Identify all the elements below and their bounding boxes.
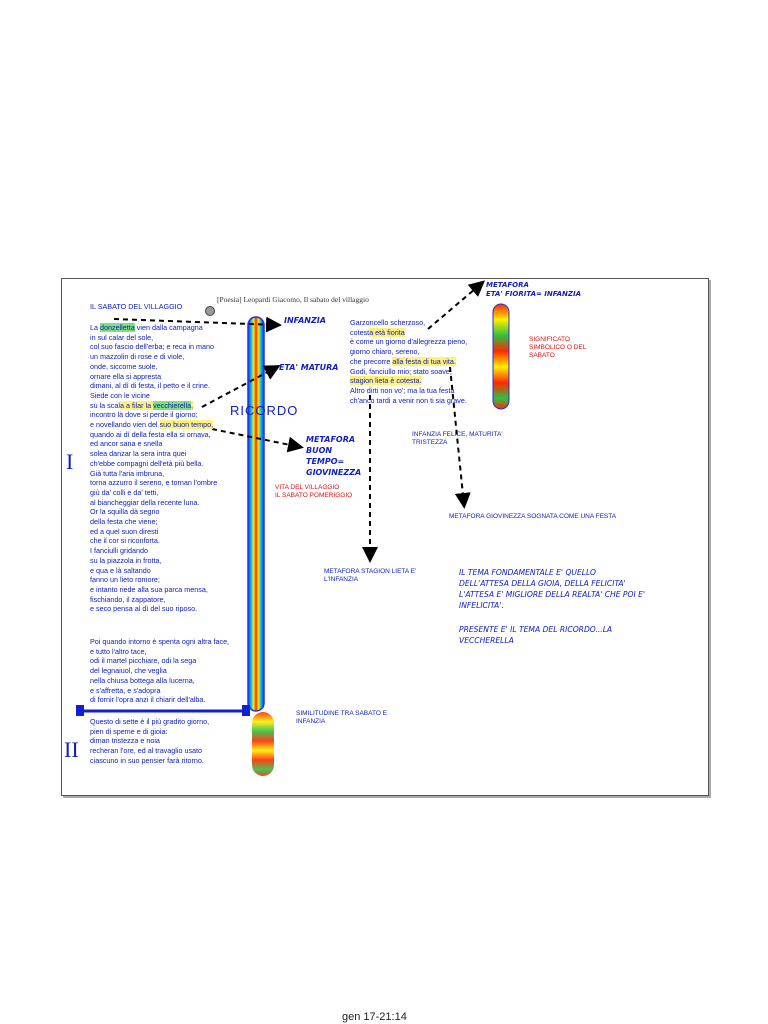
- annotation-eta-matura: ETA' MATURA: [279, 363, 338, 372]
- poem-line: solea danzar la sera intra quei: [90, 449, 217, 459]
- poem-line: diman tristezza e noia: [90, 736, 209, 746]
- poem-line: e intanto riede alla sua parca mensa,: [90, 585, 217, 595]
- poem-line: e qua e là saltando: [90, 566, 217, 576]
- pushpin-icon: [206, 307, 215, 316]
- poem-stanza-one: La donzelletta vien dalla campagna in su…: [90, 323, 217, 614]
- poem-line: su la piazzola in frotta,: [90, 556, 217, 566]
- poem-line: su la scala a filar la vecchierella,: [90, 401, 217, 411]
- poem-stanza-two: Questo di sette è il più gradito giorno,…: [90, 717, 209, 766]
- annotation-significato: SIGNIFICATO SIMBOLICO O DEL SABATO: [529, 336, 586, 360]
- poem-line: ed ancor sana e snella: [90, 439, 217, 449]
- poem-line: col suo fascio dell'erba; e reca in mano: [90, 342, 217, 352]
- poem-line: ed a quel suon diresti: [90, 527, 217, 537]
- poem-line: giù da' colli e da' tetti,: [90, 488, 217, 498]
- poem-line: giorno chiaro, sereno,: [350, 347, 467, 357]
- poem-line: Altro dirti non vo'; ma la tua festa: [350, 386, 467, 396]
- poem-line: Siede con le vicine: [90, 391, 217, 401]
- poem-line: e novellando vien del suo buon tempo,: [90, 420, 217, 430]
- poem-line: quando ai dì della festa ella si ornava,: [90, 430, 217, 440]
- poem-line: pien di speme e di gioia:: [90, 727, 209, 737]
- poem-line: è come un giorno d'allegrezza pieno,: [350, 337, 467, 347]
- annotation-infanzia: INFANZIA: [284, 316, 326, 325]
- poem-line: Godi, fanciullo mio; stato soave,: [350, 367, 467, 377]
- poem-line: La donzelletta vien dalla campagna: [90, 323, 217, 333]
- section-one-label: I: [66, 449, 73, 475]
- poem-line: al biancheggiar della recente luna.: [90, 498, 217, 508]
- annotation-similitudine: SIMILITUDINE TRA SABATO E INFANZIA: [296, 710, 387, 726]
- annotation-presente: PRESENTE E' IL TEMA DEL RICORDO...LA VEC…: [459, 624, 612, 646]
- poem-line: ch'anco tardi a venir non ti sia grave.: [350, 396, 467, 406]
- poem-line: in sul calar del sole,: [90, 333, 217, 343]
- poem-line: Garzoncello scherzoso,: [350, 318, 467, 328]
- footer-timestamp: gen 17-21:14: [342, 1011, 407, 1023]
- poem-line: ch'ebbe compagni dell'età più bella.: [90, 459, 217, 469]
- poem-line: ciascuno in suo pensier farà ritorno.: [90, 756, 209, 766]
- poem-line: e tutto l'altro tace,: [90, 647, 229, 657]
- document-page: [Poesia] Leopardi Giacomo, Il sabato del…: [61, 278, 709, 796]
- annotation-tema: IL TEMA FONDAMENTALE E' QUELLO DELL'ATTE…: [459, 567, 645, 611]
- poem-line: della festa che viene;: [90, 517, 217, 527]
- poem-line: e s'affretta, e s'adopra: [90, 686, 229, 696]
- annotation-vita-villaggio: VITA DEL VILLAGGIO IL SABATO POMERIGGIO: [275, 484, 352, 500]
- poem-line: recheran l'ore, ed al travaglio usato: [90, 746, 209, 756]
- annotation-giovinezza-sognata: METAFORA GIOVINEZZA SOGNATA COME UNA FES…: [449, 513, 616, 521]
- metaphor-bar: [493, 304, 509, 409]
- poem-line: stagion lieta è cotesta.: [350, 376, 467, 386]
- annotation-metafora-stagion: METAFORA STAGION LIETA E' L'INFANZIA: [324, 568, 416, 584]
- poem-line: del legnaiuol, che veglia: [90, 666, 229, 676]
- poem-stanza-right: Garzoncello scherzoso, cotesta età fiori…: [350, 318, 467, 405]
- poem-line: che precorre alla festa di tua vita.: [350, 357, 467, 367]
- poem-line: torna azzurro il sereno, e tornan l'ombr…: [90, 478, 217, 488]
- poem-line: e seco pensa al dì del suo riposo.: [90, 604, 217, 614]
- poem-line: onde, siccome suole,: [90, 362, 217, 372]
- annotation-metafora-eta-fiorita: METAFORA ETA' FIORITA= INFANZIA: [486, 281, 581, 299]
- section-two-label: II: [64, 737, 79, 763]
- poem-line: di fornir l'opra anzi il chiarir dell'al…: [90, 695, 229, 705]
- poem-line: fanno un lieto romore;: [90, 575, 217, 585]
- poem-line: che il cor si riconforta.: [90, 536, 217, 546]
- poem-line: I fanciulli gridando: [90, 546, 217, 556]
- poem-line: ornare ella si appresta: [90, 372, 217, 382]
- poem-line: un mazzolin di rose e di viole,: [90, 352, 217, 362]
- annotation-infanzia-felice: INFANZIA FELICE, MATURITA' TRISTEZZA: [412, 431, 503, 447]
- poem-line: Or la squilla dà segno: [90, 507, 217, 517]
- poem-line: odi il martel picchiare, odi la sega: [90, 656, 229, 666]
- poem-line: incontro là dove si perde il giorno;: [90, 410, 217, 420]
- poem-line: fischiando, il zappatore,: [90, 595, 217, 605]
- poem-line: cotesta età fiorita: [350, 328, 467, 338]
- source-header: [Poesia] Leopardi Giacomo, Il sabato del…: [217, 295, 369, 304]
- poem-stanza-one-b: Poi quando intorno è spenta ogni altra f…: [90, 637, 229, 705]
- poem-line: dimani, al dì di festa, il petto e il cr…: [90, 381, 217, 391]
- poem-line: Poi quando intorno è spenta ogni altra f…: [90, 637, 229, 647]
- part-two-bar: [252, 712, 274, 776]
- annotation-ricordo: RICORDO: [230, 403, 298, 418]
- poem-line: Già tutta l'aria imbruna,: [90, 469, 217, 479]
- poem-line: nella chiusa bottega alla lucerna,: [90, 676, 229, 686]
- annotation-metafora-giovinezza: METAFORA BUON TEMPO= GIOVINEZZA: [306, 434, 361, 478]
- poem-title: IL SABATO DEL VILLAGGIO: [90, 302, 182, 311]
- poem-line: Questo di sette è il più gradito giorno,: [90, 717, 209, 727]
